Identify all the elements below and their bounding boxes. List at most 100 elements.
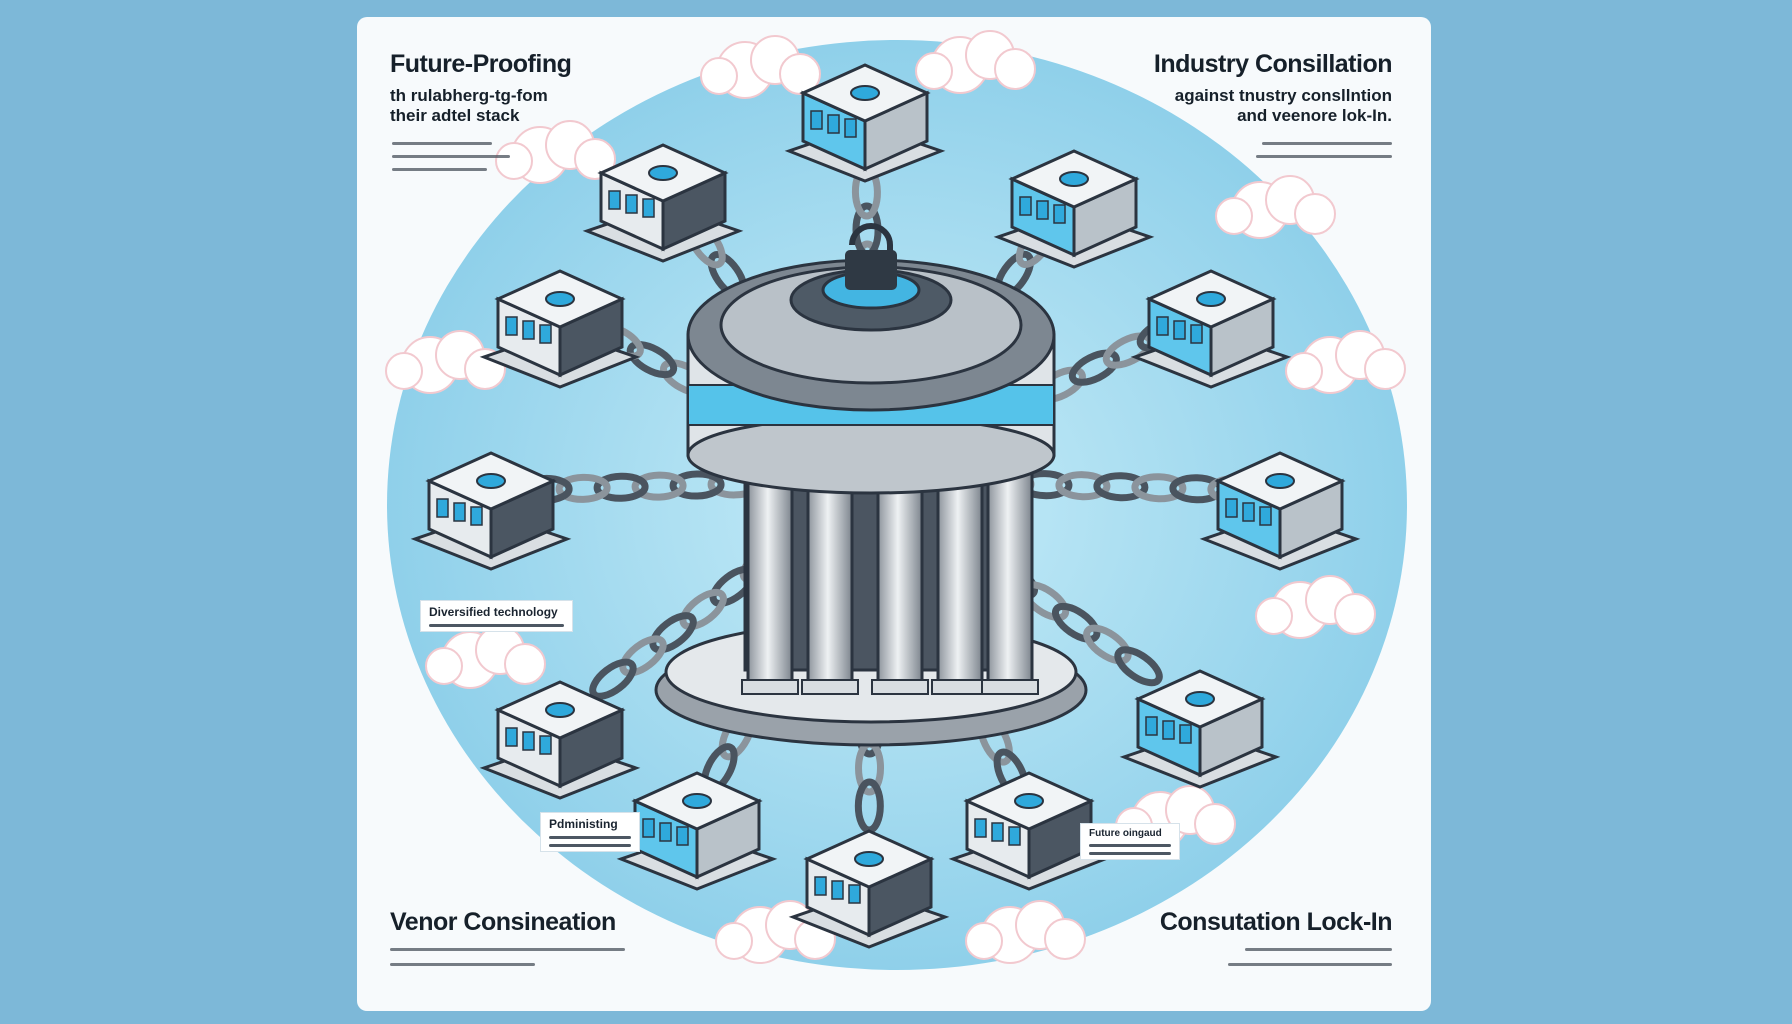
server-icon xyxy=(545,702,575,718)
window xyxy=(539,324,552,344)
building-icon xyxy=(1199,451,1361,571)
building-icon xyxy=(1130,269,1292,389)
building-icon xyxy=(948,771,1110,891)
window xyxy=(1019,196,1032,216)
window xyxy=(1053,204,1066,224)
server-icon xyxy=(1014,793,1044,809)
window xyxy=(625,194,638,214)
window xyxy=(814,876,827,896)
server-icon xyxy=(854,851,884,867)
window xyxy=(1259,506,1272,526)
building-icon xyxy=(1119,669,1281,789)
fine-text xyxy=(390,948,625,951)
chain-link xyxy=(619,635,667,677)
title-vendor-consolidation: Venor Consineation xyxy=(390,908,616,936)
window xyxy=(1190,324,1203,344)
server-icon xyxy=(545,291,575,307)
central-tower xyxy=(654,223,1088,747)
fine-text xyxy=(1245,948,1392,951)
chain-link xyxy=(1131,473,1187,503)
cloud-icon xyxy=(1215,175,1336,239)
subtitle-line-2: their adtel stack xyxy=(390,106,520,125)
label-text: Diversified technology xyxy=(429,605,558,619)
fine-text xyxy=(390,963,535,966)
subtitle-line-1: against tnustry consllntion xyxy=(1174,86,1392,105)
window xyxy=(676,826,689,846)
chain-link xyxy=(649,612,697,654)
window xyxy=(522,731,535,751)
server-icon xyxy=(682,793,712,809)
building-icon xyxy=(993,149,1155,269)
server-icon xyxy=(476,473,506,489)
title-consolidation-lock-in: Consutation Lock-In xyxy=(1159,908,1393,936)
window xyxy=(453,502,466,522)
window xyxy=(505,316,518,336)
fine-text xyxy=(1262,142,1392,145)
chain-link xyxy=(679,588,727,631)
window xyxy=(642,198,655,218)
subtitle-line-2: and veenore lok-In. xyxy=(1237,106,1392,125)
window xyxy=(608,190,621,210)
window xyxy=(1173,320,1186,340)
building-icon xyxy=(582,143,744,263)
window xyxy=(436,498,449,518)
label-future: Future oingaud xyxy=(1080,823,1180,860)
server-icon xyxy=(850,85,880,101)
fine-text xyxy=(392,155,510,158)
fine-text xyxy=(392,168,487,171)
building-icon xyxy=(788,829,950,949)
fine-text xyxy=(1228,963,1392,966)
window xyxy=(1242,502,1255,522)
label-text: Pdministing xyxy=(549,817,618,831)
server-icon xyxy=(1196,291,1226,307)
server-icon xyxy=(1265,473,1295,489)
window xyxy=(1162,720,1175,740)
window xyxy=(848,884,861,904)
building-icon xyxy=(479,269,641,389)
window xyxy=(659,822,672,842)
window xyxy=(1036,200,1049,220)
building-icon xyxy=(784,63,946,183)
cloud-icon xyxy=(1255,575,1376,639)
window xyxy=(522,320,535,340)
window xyxy=(1156,316,1169,336)
window xyxy=(827,114,840,134)
subtitle-line-1: th rulabherg-tg-fom xyxy=(390,86,548,105)
label-administering: Pdministing xyxy=(540,812,640,852)
window xyxy=(642,818,655,838)
cloud-icon xyxy=(425,625,546,689)
window xyxy=(974,818,987,838)
fine-text xyxy=(392,142,492,145)
title-future-proofing: Future-Proofing xyxy=(390,50,572,78)
title-industry-consolidation: Industry Consillation xyxy=(1153,50,1393,78)
chain-link xyxy=(589,658,637,700)
chain-link xyxy=(1068,349,1120,386)
fine-text xyxy=(1256,155,1392,158)
chain-link xyxy=(631,471,687,501)
cloud-icon xyxy=(700,35,821,99)
server-icon xyxy=(1185,691,1215,707)
chain-link xyxy=(1093,472,1149,502)
label-text: Future oingaud xyxy=(1089,828,1162,839)
server-icon xyxy=(1059,171,1089,187)
window xyxy=(810,110,823,130)
cloud-icon xyxy=(1285,330,1406,394)
window xyxy=(1179,724,1192,744)
window xyxy=(1008,826,1021,846)
chain-link xyxy=(593,472,649,502)
chain-link xyxy=(1055,471,1111,501)
cloud-icon xyxy=(915,30,1036,94)
server-icon xyxy=(648,165,678,181)
cloud-icon xyxy=(495,120,616,184)
window xyxy=(470,506,483,526)
chain-link xyxy=(1052,602,1101,643)
building-icon xyxy=(616,771,778,891)
building-icon xyxy=(479,680,641,800)
lock-icon xyxy=(845,223,897,290)
window xyxy=(539,735,552,755)
window xyxy=(505,727,518,747)
chain-link xyxy=(1114,646,1163,687)
column xyxy=(741,454,799,695)
chain-link xyxy=(1083,624,1132,665)
